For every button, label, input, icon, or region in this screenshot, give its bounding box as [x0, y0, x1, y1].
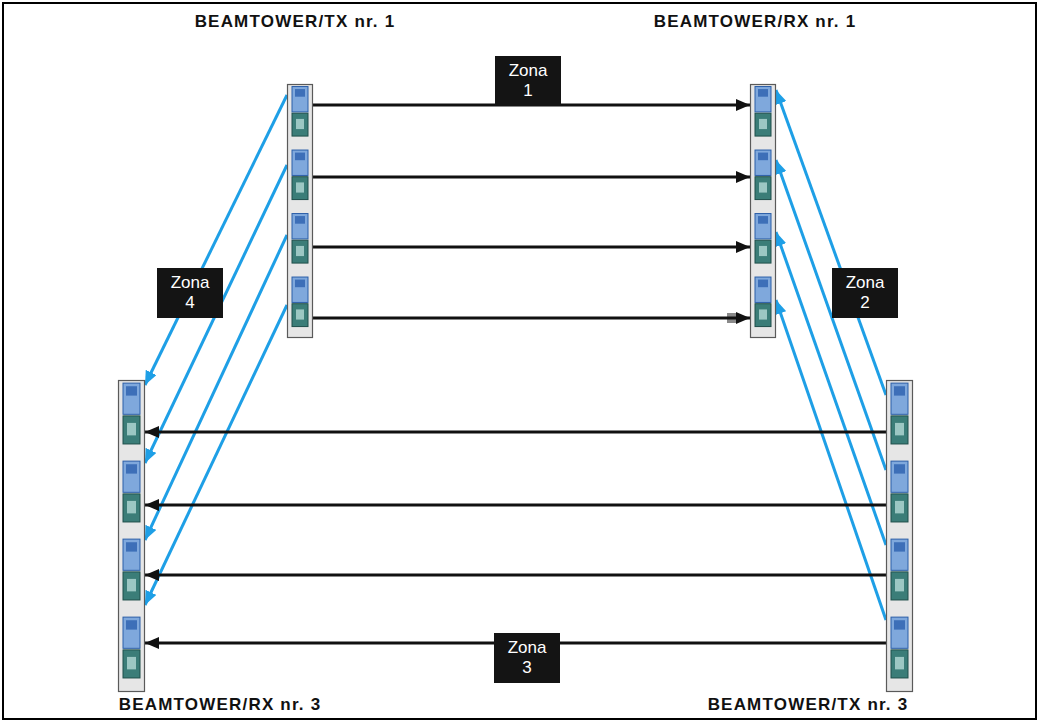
beam-arrow: [313, 246, 750, 249]
beam-arrow: [145, 165, 287, 463]
beam-arrow: [776, 300, 886, 620]
beam-tower: BEAMTOWER/RX nr. 3: [118, 380, 145, 692]
beam-arrow: [313, 317, 750, 320]
zone-label: Zona 1: [495, 56, 562, 105]
tower-heading: BEAMTOWER/TX nr. 1: [195, 12, 396, 32]
beam-tower: BEAMTOWER/RX nr. 1: [750, 84, 776, 338]
tower-heading: BEAMTOWER/RX nr. 1: [654, 12, 857, 32]
beam-arrow: [145, 235, 287, 540]
tower-body: [886, 380, 913, 692]
tower-body: [118, 380, 145, 692]
beam-tower: BEAMTOWER/TX nr. 1: [287, 84, 313, 338]
zone-label: Zona 2: [832, 268, 899, 317]
zone-label: Zona 4: [157, 268, 224, 317]
tower-body: [750, 84, 776, 338]
beam-arrow: [145, 95, 287, 385]
zone-label: Zona 3: [494, 633, 561, 682]
tower-body: [287, 84, 313, 338]
beam-arrow: [145, 431, 886, 434]
beam-arrow: [145, 305, 287, 605]
beam-tower: BEAMTOWER/TX nr. 3: [886, 380, 913, 692]
tower-heading: BEAMTOWER/RX nr. 3: [119, 695, 322, 715]
beam-arrow: [145, 504, 886, 507]
outer-border: [3, 3, 1036, 719]
beam-arrow: [313, 176, 750, 179]
tower-heading: BEAMTOWER/TX nr. 3: [708, 695, 909, 715]
beam-arrow: [145, 574, 886, 577]
